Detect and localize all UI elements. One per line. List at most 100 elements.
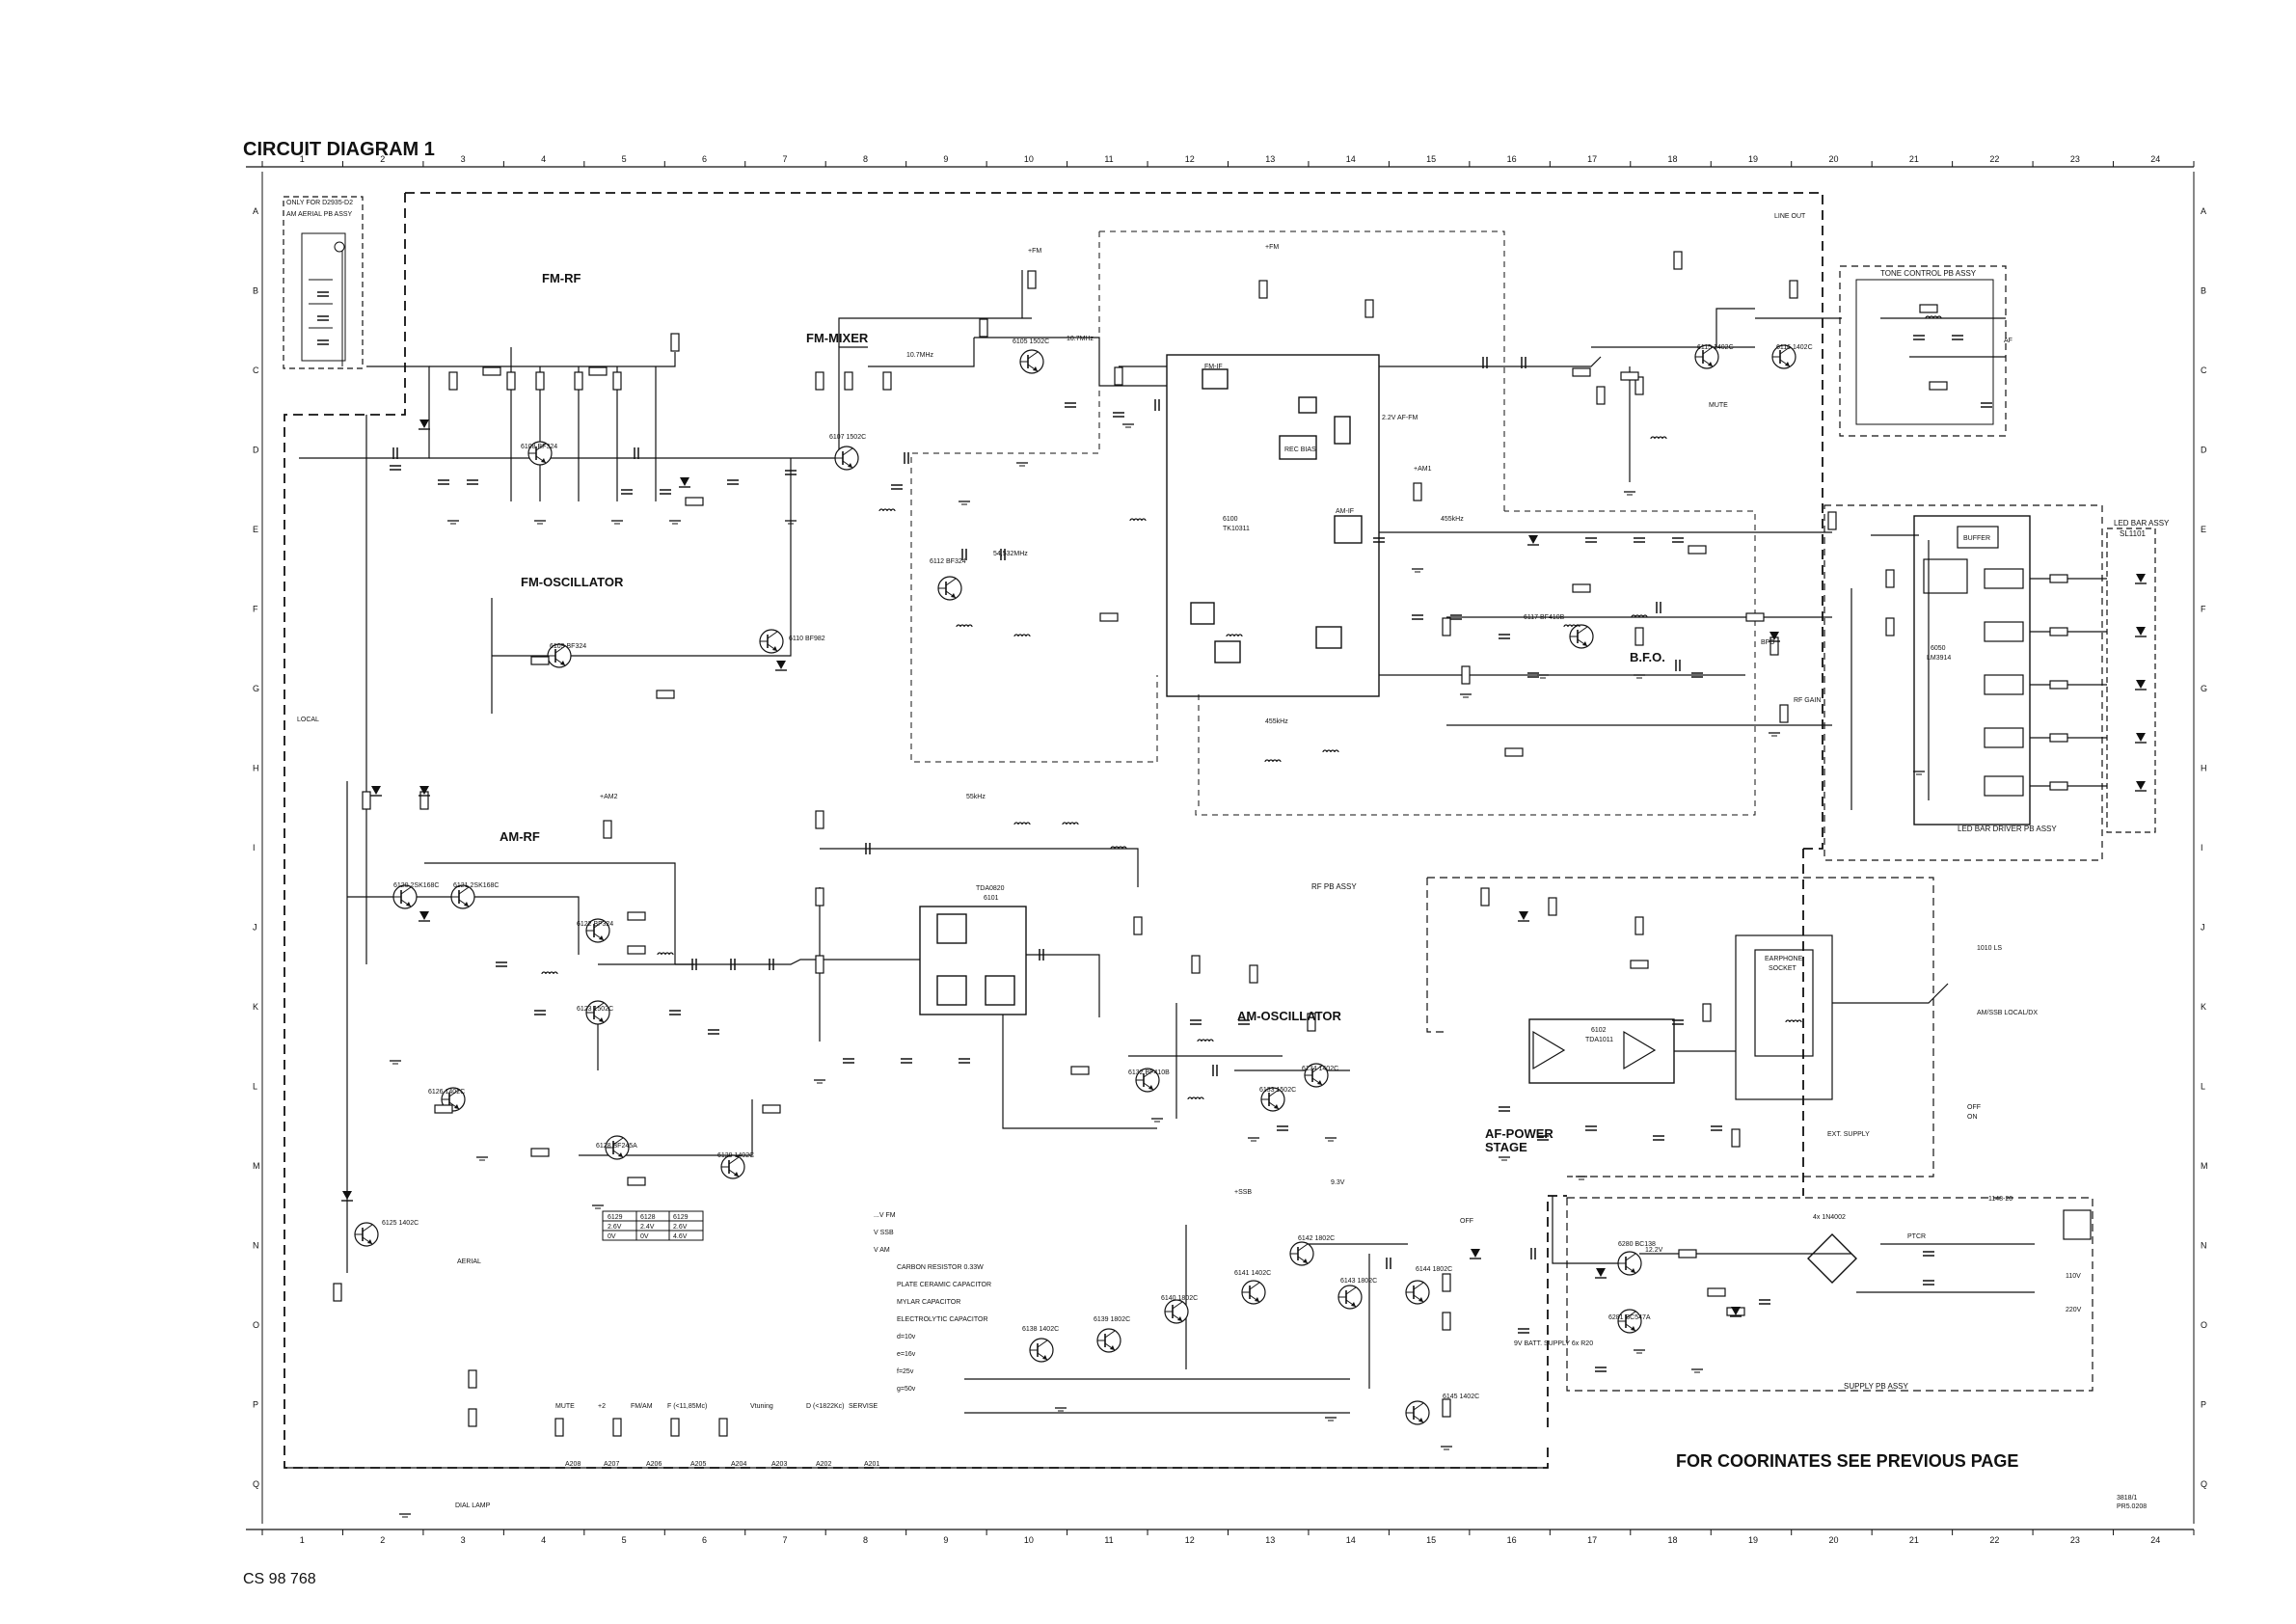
column-number: 17 xyxy=(1587,1535,1597,1545)
resistor-symbol xyxy=(1929,381,1948,391)
table-cell: 6129 xyxy=(673,1214,689,1221)
legend-item: V SSB xyxy=(874,1230,894,1236)
connector-ref: A208 xyxy=(565,1461,581,1468)
ground-symbol xyxy=(1575,1176,1588,1180)
t6116-label: 6116 1402C xyxy=(1776,344,1813,351)
table-cell: 2.6V xyxy=(608,1224,622,1231)
column-number: 9 xyxy=(943,1535,948,1545)
resistor-symbol xyxy=(1702,1003,1712,1022)
inductor-symbol xyxy=(1650,436,1667,440)
row-letter: J xyxy=(2201,922,2205,932)
resistor-symbol xyxy=(362,791,371,810)
transistor-symbol xyxy=(1617,1251,1642,1276)
ground-symbol xyxy=(1247,1137,1260,1142)
column-number: 8 xyxy=(863,154,868,164)
column-number: 11 xyxy=(1104,154,1113,164)
resistor-symbol xyxy=(656,690,675,699)
transistor-symbol xyxy=(1096,1328,1121,1353)
inductor-symbol xyxy=(657,952,674,956)
resistor-symbol xyxy=(1919,304,1938,313)
t6125-label: 6125 1402C xyxy=(382,1220,419,1227)
column-number: 19 xyxy=(1748,154,1758,164)
resistor-symbol xyxy=(627,911,646,921)
ground-symbol xyxy=(1459,693,1472,698)
row-letter: F xyxy=(2201,605,2206,614)
ground-symbol xyxy=(1054,1407,1067,1412)
t6109-label: 6109 BF324 xyxy=(550,643,586,650)
column-number: 24 xyxy=(2150,154,2160,164)
footer-note: FOR COORINATES SEE PREVIOUS PAGE xyxy=(1676,1451,2018,1471)
resistor-symbol xyxy=(1504,747,1524,757)
resistor-symbol xyxy=(1114,366,1123,386)
column-number: 15 xyxy=(1426,154,1436,164)
resistor-symbol xyxy=(1620,371,1639,381)
t6133-label: 6133 1502C xyxy=(1259,1087,1296,1094)
inductor-symbol xyxy=(1129,518,1147,522)
transistor-symbol xyxy=(1617,1309,1642,1334)
connector-tag: MUTE xyxy=(555,1403,575,1410)
table-cell: 0V xyxy=(640,1233,649,1240)
t6280-label: 6280 BC138 xyxy=(1618,1241,1656,1248)
t6139-label: 6139 1802C xyxy=(1094,1316,1130,1323)
column-number: 21 xyxy=(1909,154,1919,164)
capacitor-symbol xyxy=(495,961,508,967)
label-fm-rf: FM-RF xyxy=(542,271,581,285)
resistor-symbol xyxy=(1707,1287,1726,1297)
diode-symbol xyxy=(2134,626,2147,637)
column-number: 16 xyxy=(1507,1535,1517,1545)
label-rf-gain: RF GAIN xyxy=(1794,697,1821,704)
legend: ...V FM V SSB V AM CARBON RESISTOR 0.33W… xyxy=(874,1010,2038,1393)
inductor-symbol xyxy=(1322,749,1339,753)
resistor-symbol xyxy=(1133,916,1143,935)
resistor-symbol xyxy=(1630,960,1649,969)
resistor-symbol xyxy=(762,1104,781,1114)
t6126-label: 6126 1402C xyxy=(428,1089,465,1096)
row-letter: L xyxy=(2201,1081,2205,1091)
resistor-symbol xyxy=(1688,545,1707,555)
label-rf-pb-assy: RF PB ASSY xyxy=(1311,882,1357,891)
diode-symbol xyxy=(2134,679,2147,690)
t6112-label: 6112 BF324 xyxy=(930,558,966,565)
label-supply: SUPPLY PB ASSY xyxy=(1844,1382,1909,1391)
connector-ref: A205 xyxy=(690,1461,706,1468)
resistor-symbol xyxy=(1596,386,1606,405)
resistor-symbol xyxy=(815,955,824,974)
legend-item: f=25v xyxy=(897,1368,914,1375)
ic-6102-type: TDA1011 xyxy=(1585,1037,1613,1043)
label-vfm-2: +FM xyxy=(1265,244,1279,251)
label-fm-if: FM-IF xyxy=(1204,364,1223,370)
transistor-symbol xyxy=(585,1000,610,1025)
label-rec-bias: REC BIAS xyxy=(1284,447,1316,453)
table-cell: 4.6V xyxy=(673,1233,688,1240)
label-aerial: AERIAL xyxy=(457,1259,481,1265)
ic-6101-ref: 6101 xyxy=(984,895,999,902)
ground-symbol xyxy=(1150,1118,1164,1123)
resistor-symbol xyxy=(718,1418,728,1437)
t6123-label: 6123 1502C xyxy=(577,1006,613,1013)
components xyxy=(333,251,2147,1518)
ground-symbol xyxy=(533,520,547,525)
capacitor-symbol xyxy=(466,479,479,485)
resistor-symbol xyxy=(1364,299,1374,318)
label-mixer-freq: 10.7MHz xyxy=(1067,336,1094,342)
row-letter: H xyxy=(2201,764,2207,773)
column-number: 3 xyxy=(461,1535,466,1545)
corner-ref-2: PR5.0208 xyxy=(2117,1503,2147,1510)
label-dial-lamp: DIAL LAMP xyxy=(455,1502,491,1509)
legend-item: g=50v xyxy=(897,1386,916,1393)
legend-switch-title: AM/SSB LOCAL/DX xyxy=(1977,1010,2038,1016)
t6141-label: 6141 1402C xyxy=(1234,1270,1271,1277)
wiring xyxy=(284,270,2107,1469)
column-number: 7 xyxy=(782,154,787,164)
resistor-symbol xyxy=(1634,627,1644,646)
ground-symbol xyxy=(389,1060,402,1065)
resistor-symbol xyxy=(1249,964,1258,984)
label-am-if: AM-IF xyxy=(1336,508,1354,515)
row-letter: F xyxy=(253,605,258,614)
resistor-symbol xyxy=(844,371,853,391)
row-letter: P xyxy=(253,1399,258,1409)
diode-symbol xyxy=(2134,780,2147,792)
transistor-symbol xyxy=(1337,1285,1363,1310)
label-ext-supply: EXT. SUPPLY xyxy=(1827,1131,1870,1138)
corner-ref-1: 3818/1 xyxy=(2117,1495,2138,1502)
